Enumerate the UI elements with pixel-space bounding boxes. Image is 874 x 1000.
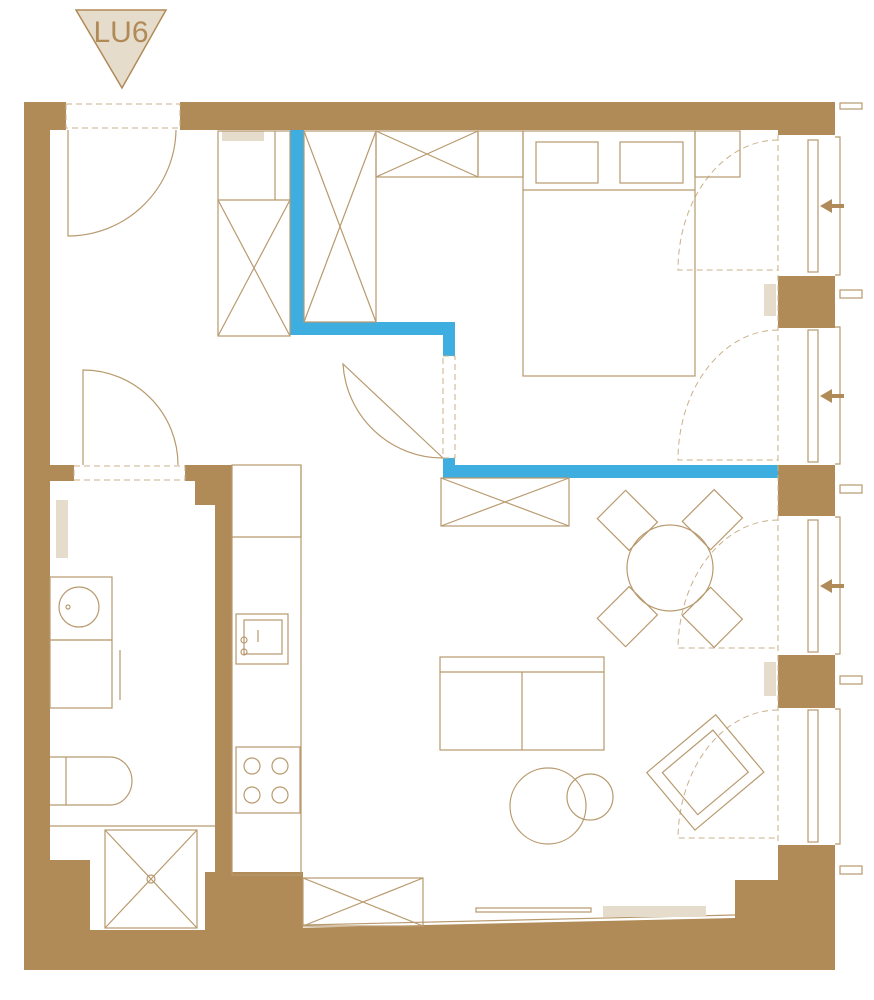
bed [522, 130, 696, 377]
kitchen-counter [231, 464, 302, 876]
radiator-markers [56, 131, 776, 917]
interior-walls [24, 465, 232, 875]
unit-marker: LU6 [74, 9, 168, 90]
wardrobes [217, 130, 741, 927]
dining-table [596, 488, 744, 649]
doors [65, 103, 456, 481]
window-arrows [820, 199, 844, 593]
sofa [439, 656, 605, 751]
armchair [645, 713, 765, 831]
exterior-walls [24, 102, 835, 970]
coffee-tables [509, 767, 614, 845]
window-swings [677, 135, 779, 845]
highlighted-walls [290, 130, 778, 478]
unit-label: LU6 [93, 16, 148, 49]
bathroom-fixtures [49, 576, 215, 929]
